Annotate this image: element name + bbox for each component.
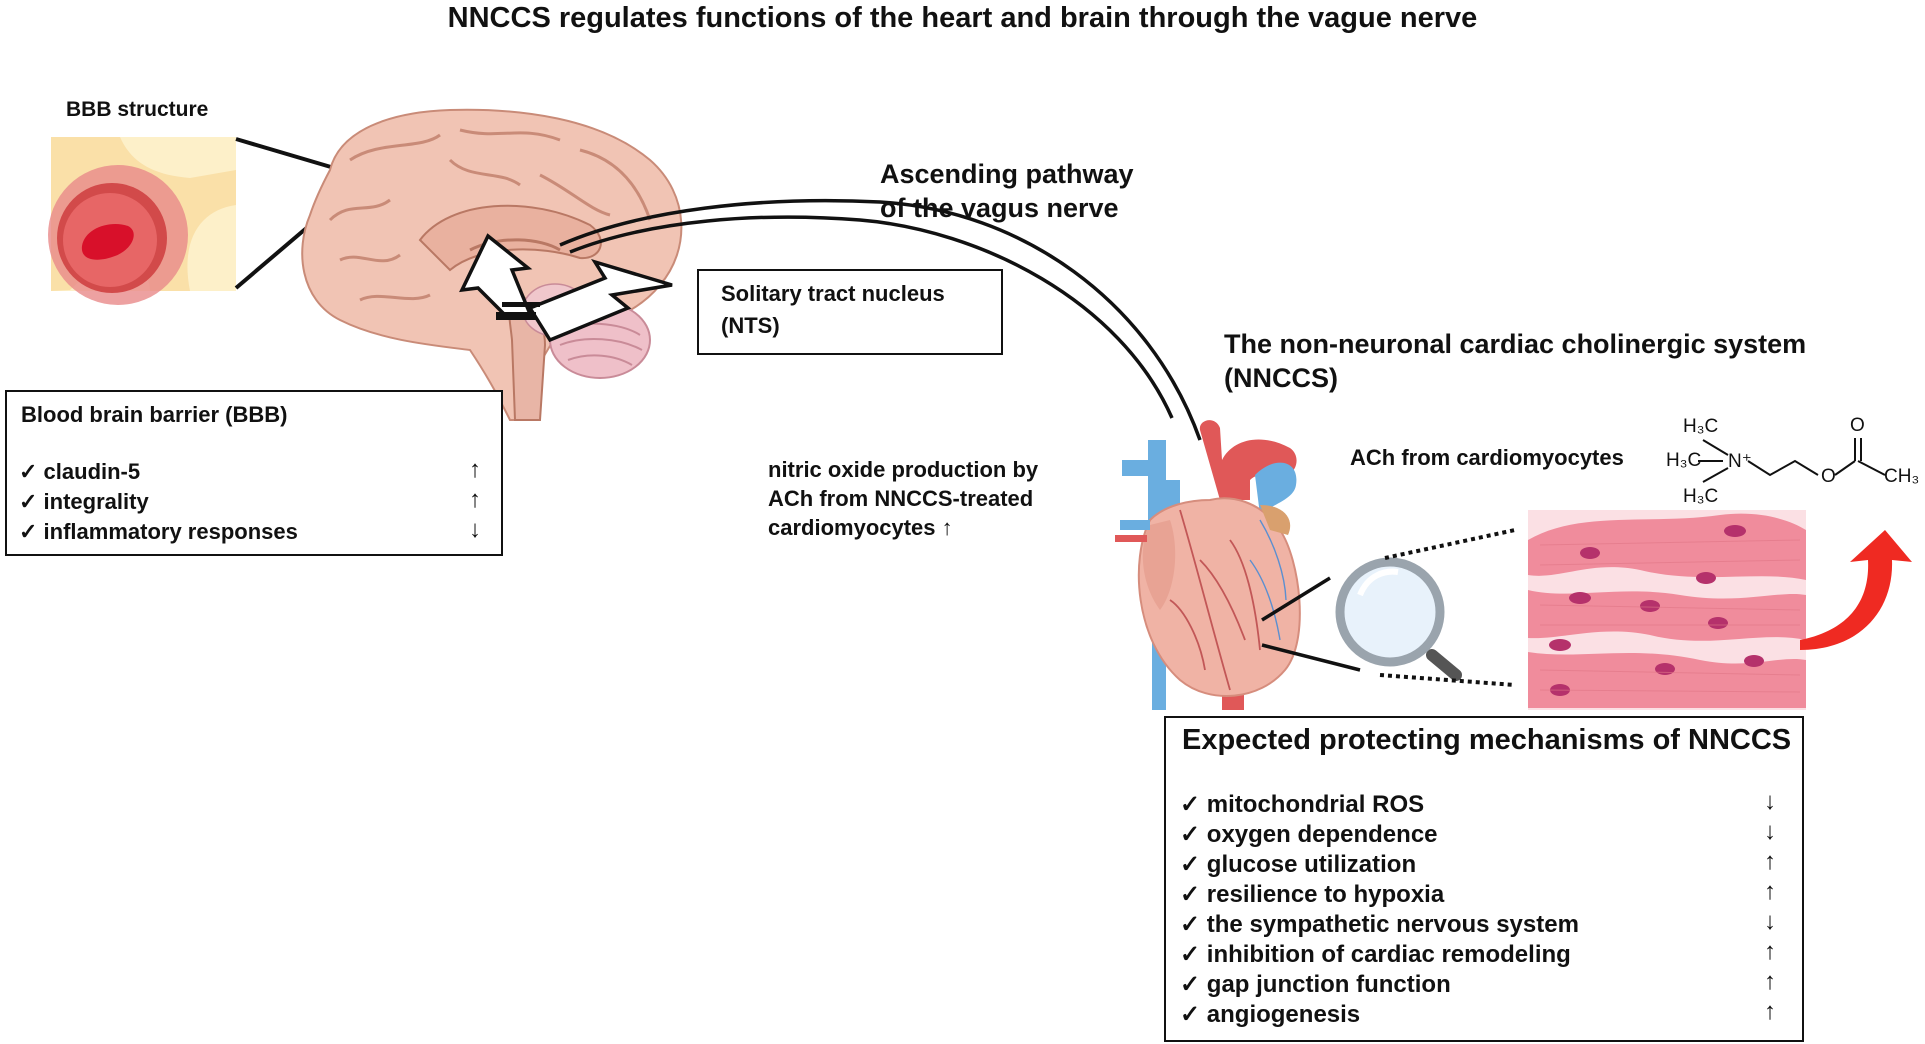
mechanism-label: ✓ angiogenesis	[1180, 1001, 1361, 1028]
nts-line1: Solitary tract nucleus	[721, 281, 945, 306]
nnccs-title-line1: The non-neuronal cardiac cholinergic sys…	[1224, 329, 1807, 359]
bbb-box-header: Blood brain barrier (BBB)	[21, 402, 288, 427]
nts-line2: (NTS)	[721, 313, 780, 338]
heart-illustration	[1115, 420, 1301, 710]
cardiomyocyte-tissue	[1528, 510, 1806, 710]
bbb-item-label: ✓ claudin-5	[19, 459, 141, 484]
ach-release-arrow	[1800, 530, 1912, 650]
mechanism-arrow: ↑	[1764, 938, 1776, 965]
nnccs-title: The non-neuronal cardiac cholinergic sys…	[1224, 327, 1806, 395]
mechanism-arrow: ↑	[1764, 968, 1776, 995]
bbb-structure-image	[48, 137, 236, 305]
ach-label: ACh from cardiomyocytes	[1350, 445, 1624, 470]
mechanism-label: ✓ inhibition of cardiac remodeling	[1180, 941, 1571, 968]
acetylcholine-molecule	[1698, 438, 1886, 483]
vagus-nerve-pathway	[559, 198, 1202, 441]
bbb-item-arrow: ↑	[469, 456, 481, 483]
molecule-o-mid: O	[1821, 466, 1836, 487]
bbb-structure-label: BBB structure	[66, 98, 209, 121]
bbb-item-arrow: ↑	[469, 486, 481, 513]
mechanism-label: ✓ resilience to hypoxia	[1180, 881, 1445, 908]
pathway-label: Ascending pathway of the vagus nerve	[880, 157, 1134, 225]
bbb-item-arrow: ↓	[469, 516, 481, 543]
molecule-ch3: CH₃	[1884, 466, 1920, 487]
nnccs-title-line2: (NNCCS)	[1224, 363, 1338, 393]
no-line2: ACh from NNCCS-treated	[768, 486, 1034, 511]
mechanism-arrow: ↓	[1764, 818, 1776, 845]
mechanism-arrow: ↑	[1764, 878, 1776, 905]
pathway-label-line1: Ascending pathway	[880, 159, 1134, 189]
mechanism-label: ✓ gap junction function	[1180, 971, 1451, 998]
no-line3: cardiomyocytes ↑	[768, 515, 953, 540]
mechanism-label: ✓ mitochondrial ROS	[1180, 791, 1425, 818]
protecting-mechanisms-box: Expected protecting mechanisms of NNCCS …	[1164, 716, 1804, 1042]
bbb-box: Blood brain barrier (BBB) ✓ claudin-5 ↑ …	[5, 390, 503, 556]
molecule-n-plus: N⁺	[1728, 451, 1752, 472]
mechanism-label: ✓ oxygen dependence	[1180, 821, 1438, 848]
mechanism-label: ✓ glucose utilization	[1180, 851, 1417, 878]
molecule-o-top: O	[1850, 415, 1865, 436]
magnifier-icon	[1335, 557, 1462, 681]
protecting-mechanisms-header: Expected protecting mechanisms of NNCCS	[1182, 724, 1792, 756]
molecule-h3c-top: H₃C	[1683, 416, 1719, 437]
mechanism-arrow: ↑	[1764, 998, 1776, 1025]
bbb-item-label: ✓ integrality	[19, 489, 149, 514]
mechanism-arrow: ↓	[1764, 908, 1776, 935]
diagram-title: NNCCS regulates functions of the heart a…	[447, 2, 1478, 34]
mechanism-label: ✓ the sympathetic nervous system	[1180, 911, 1579, 938]
mechanism-arrow: ↓	[1764, 788, 1776, 815]
bbb-item-label: ✓ inflammatory responses	[19, 519, 298, 544]
pathway-label-line2: of the vagus nerve	[880, 193, 1119, 223]
molecule-h3c-mid: H₃C	[1666, 450, 1702, 471]
no-line1: nitric oxide production by	[768, 457, 1039, 482]
mechanism-arrow: ↑	[1764, 848, 1776, 875]
molecule-h3c-bot: H₃C	[1683, 486, 1719, 507]
nts-arrow	[527, 258, 673, 343]
nitric-oxide-note: nitric oxide production by ACh from NNCC…	[768, 455, 1038, 542]
nts-box: Solitary tract nucleus (NTS)	[697, 269, 1003, 355]
